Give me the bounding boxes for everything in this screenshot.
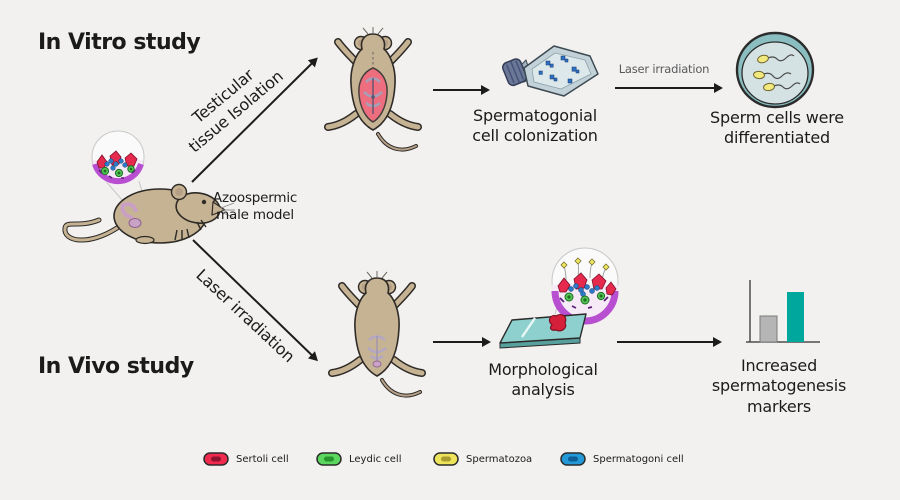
slide-tissue-magnifier-icon bbox=[551, 247, 619, 325]
mouse-body bbox=[62, 183, 235, 245]
culture-flask-icon bbox=[501, 45, 599, 97]
bar-after bbox=[787, 292, 804, 342]
laser-irradiation-branch-label: Laser irradiation bbox=[192, 265, 299, 367]
legend-label: Sertoli cell bbox=[236, 453, 289, 465]
sperm-differentiated-label: Sperm cells were differentiated bbox=[710, 108, 844, 148]
dissected-mouse-icon bbox=[324, 27, 422, 152]
legend-label: Leydic cell bbox=[349, 453, 402, 465]
legend-item-spermatogoni: Spermatogoni cell bbox=[560, 452, 684, 466]
legend-item-sertoli: Sertoli cell bbox=[203, 452, 289, 466]
legend-cell-pill-icon bbox=[560, 452, 586, 466]
legend-cell-pill-icon bbox=[433, 452, 459, 466]
mouse-to-flask-arrow bbox=[433, 84, 490, 95]
legend-label: Spermatozoa bbox=[466, 453, 533, 465]
morphological-analysis-label: Morphological analysis bbox=[488, 360, 598, 400]
legend-item-leydic: Leydic cell bbox=[316, 452, 401, 466]
azoospermic-model-label: Azoospermic male model bbox=[212, 190, 298, 224]
testis-tissue-magnifier-icon bbox=[91, 130, 145, 185]
flask-to-dish-arrow bbox=[615, 82, 723, 93]
treated-mouse-icon bbox=[328, 271, 426, 398]
bar-before bbox=[759, 315, 778, 343]
spermatogonial-colonization-label: Spermatogonial cell colonization bbox=[472, 106, 598, 146]
tissue-slide-icon bbox=[499, 247, 619, 349]
sperm-cells bbox=[753, 54, 801, 92]
mouse-to-slide-arrow bbox=[433, 336, 491, 347]
petri-dish-sperm-icon bbox=[735, 31, 815, 109]
bar-chart-icon bbox=[746, 280, 820, 343]
legend-cell-pill-icon bbox=[203, 452, 229, 466]
legend-label: Spermatogoni cell bbox=[593, 453, 684, 465]
legend-cell-pill-icon bbox=[316, 452, 342, 466]
in-vivo-title: In Vivo study bbox=[38, 354, 194, 379]
slide-to-chart-arrow bbox=[617, 336, 722, 347]
increased-markers-label: Increased spermatogenesis markers bbox=[711, 356, 847, 416]
laser-irradiation-step-label: Laser irradiation bbox=[618, 62, 710, 76]
azoospermic-mouse-icon bbox=[62, 130, 235, 245]
legend-item-spermatozoa: Spermatozoa bbox=[433, 452, 532, 466]
in-vitro-title: In Vitro study bbox=[38, 30, 201, 55]
